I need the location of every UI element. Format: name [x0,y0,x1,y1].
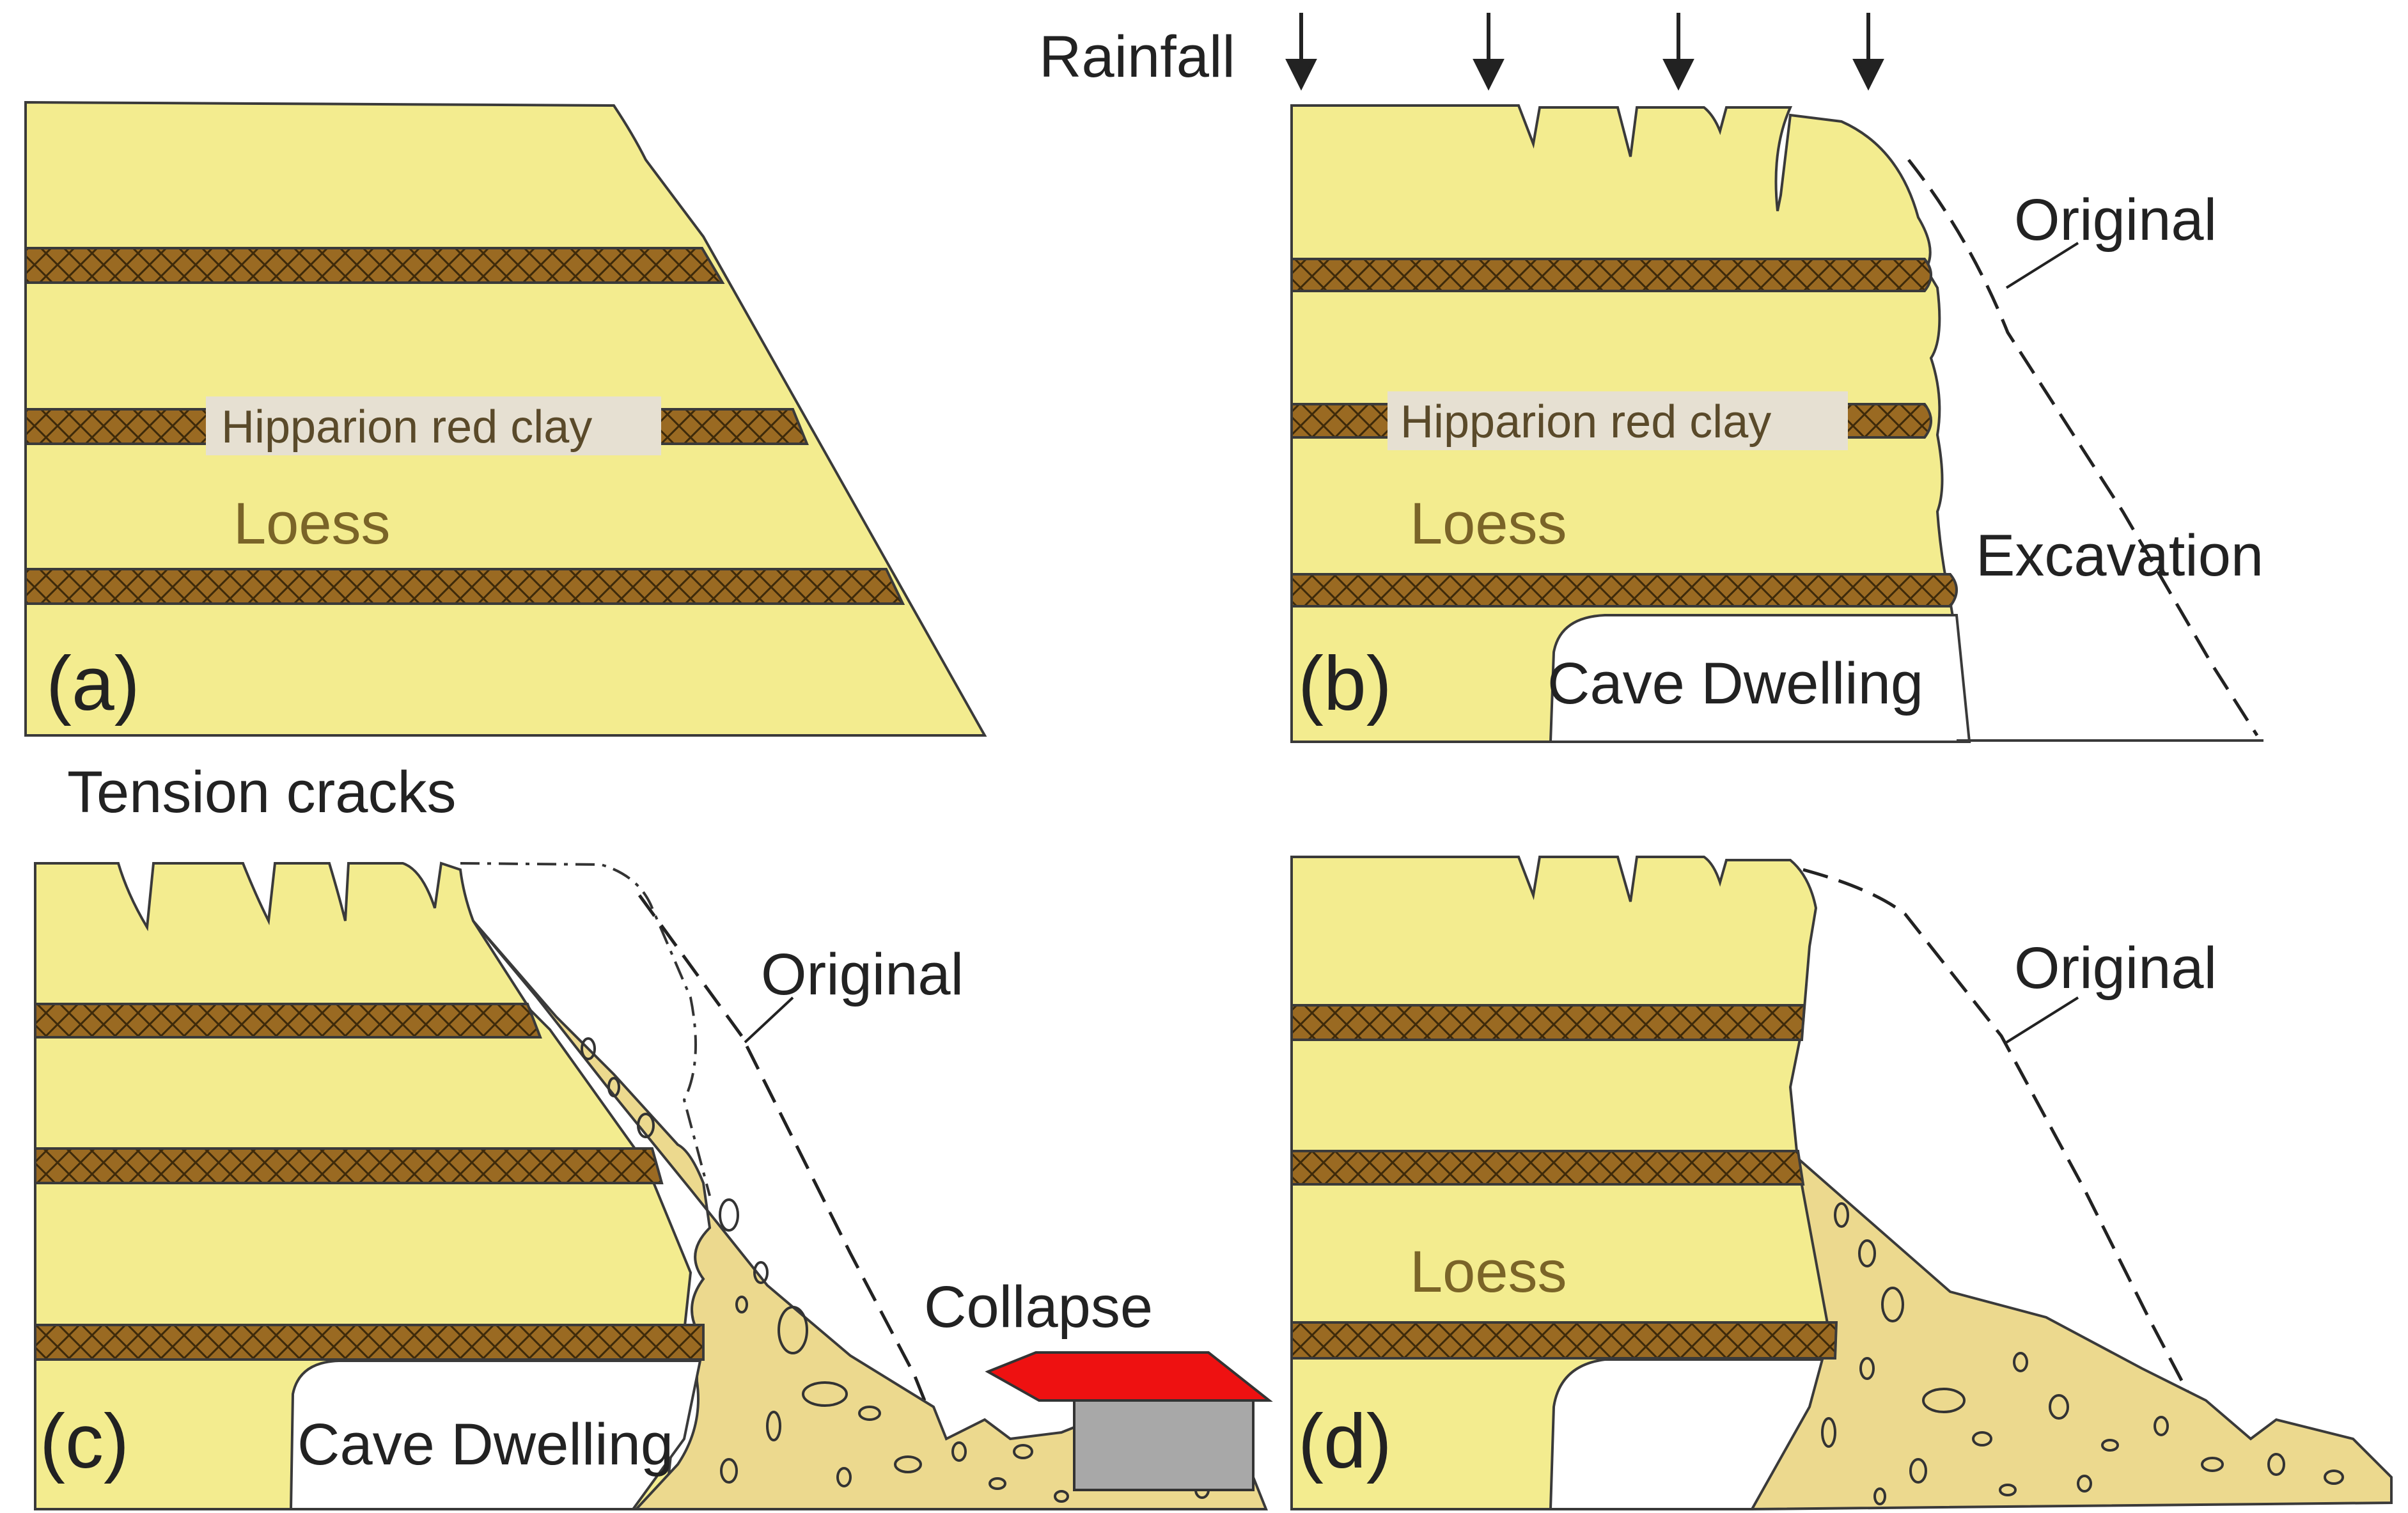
original-slope-line [1802,868,2253,1504]
original-label: Original [761,942,964,1007]
panel-a: Hipparion red clay Loess (a) [24,100,987,737]
clay-label-bg [206,396,661,455]
clay-band-3 [34,1324,705,1361]
original-slope-line [1907,159,2259,737]
house-roof [985,1351,1273,1402]
panel-b: Hipparion red clay Loess Original Excava… [1039,13,2263,743]
original-leader-line [2005,242,2079,289]
clay-band-3 [1290,573,1958,608]
clay-label-bg [1388,391,1848,450]
panel-d: Original Loess (d) [1290,856,2393,1511]
original-label: Original [2014,187,2217,253]
house [985,1351,1273,1491]
cave-dwelling-label: Cave Dwelling [297,1412,673,1477]
debris-clasts [1821,1202,2344,1505]
clay-label: Hipparion red clay [221,402,592,453]
clay-band-1 [1290,258,1932,292]
panel-label: (b) [1298,641,1392,726]
clay-band-1 [24,247,725,284]
cave-dwelling-label: Cave Dwelling [1547,651,1923,716]
cave-dwelling [1549,614,1971,743]
loess-label: Loess [233,491,391,556]
house-wall [1073,1393,1255,1491]
clay-label: Hipparion red clay [1400,396,1771,448]
loess-label: Loess [1410,1239,1567,1305]
rainfall-arrows [1285,13,1884,91]
excavation-label: Excavation [1976,523,2263,588]
original-leader-line [744,996,794,1044]
clay-band-2 [1290,1150,1805,1186]
panel-label: (a) [46,641,140,726]
panel-label: (c) [40,1399,129,1484]
clay-band-2 [34,1147,664,1184]
rainfall-label: Rainfall [1039,24,1235,90]
original-leader-line [2005,996,2079,1044]
clay-band-1 [1290,1004,1806,1041]
clay-band-1 [34,1003,542,1039]
clay-band-3 [1290,1321,1838,1360]
original-profile-dashdot [460,862,711,1196]
clay-band-3 [24,568,905,605]
cave-dwelling [1549,1358,1824,1510]
tension-cracks-label: Tension cracks [67,760,456,825]
panel-label: (d) [1298,1399,1392,1484]
collapse-label: Collapse [924,1274,1153,1340]
original-label: Original [2014,936,2217,1001]
original-slope-line [637,894,942,1439]
cave-dwelling [289,1360,702,1510]
panel-c: Tension cracks Original Collapse Cave D [34,760,1273,1510]
loess-label: Loess [1410,491,1567,556]
